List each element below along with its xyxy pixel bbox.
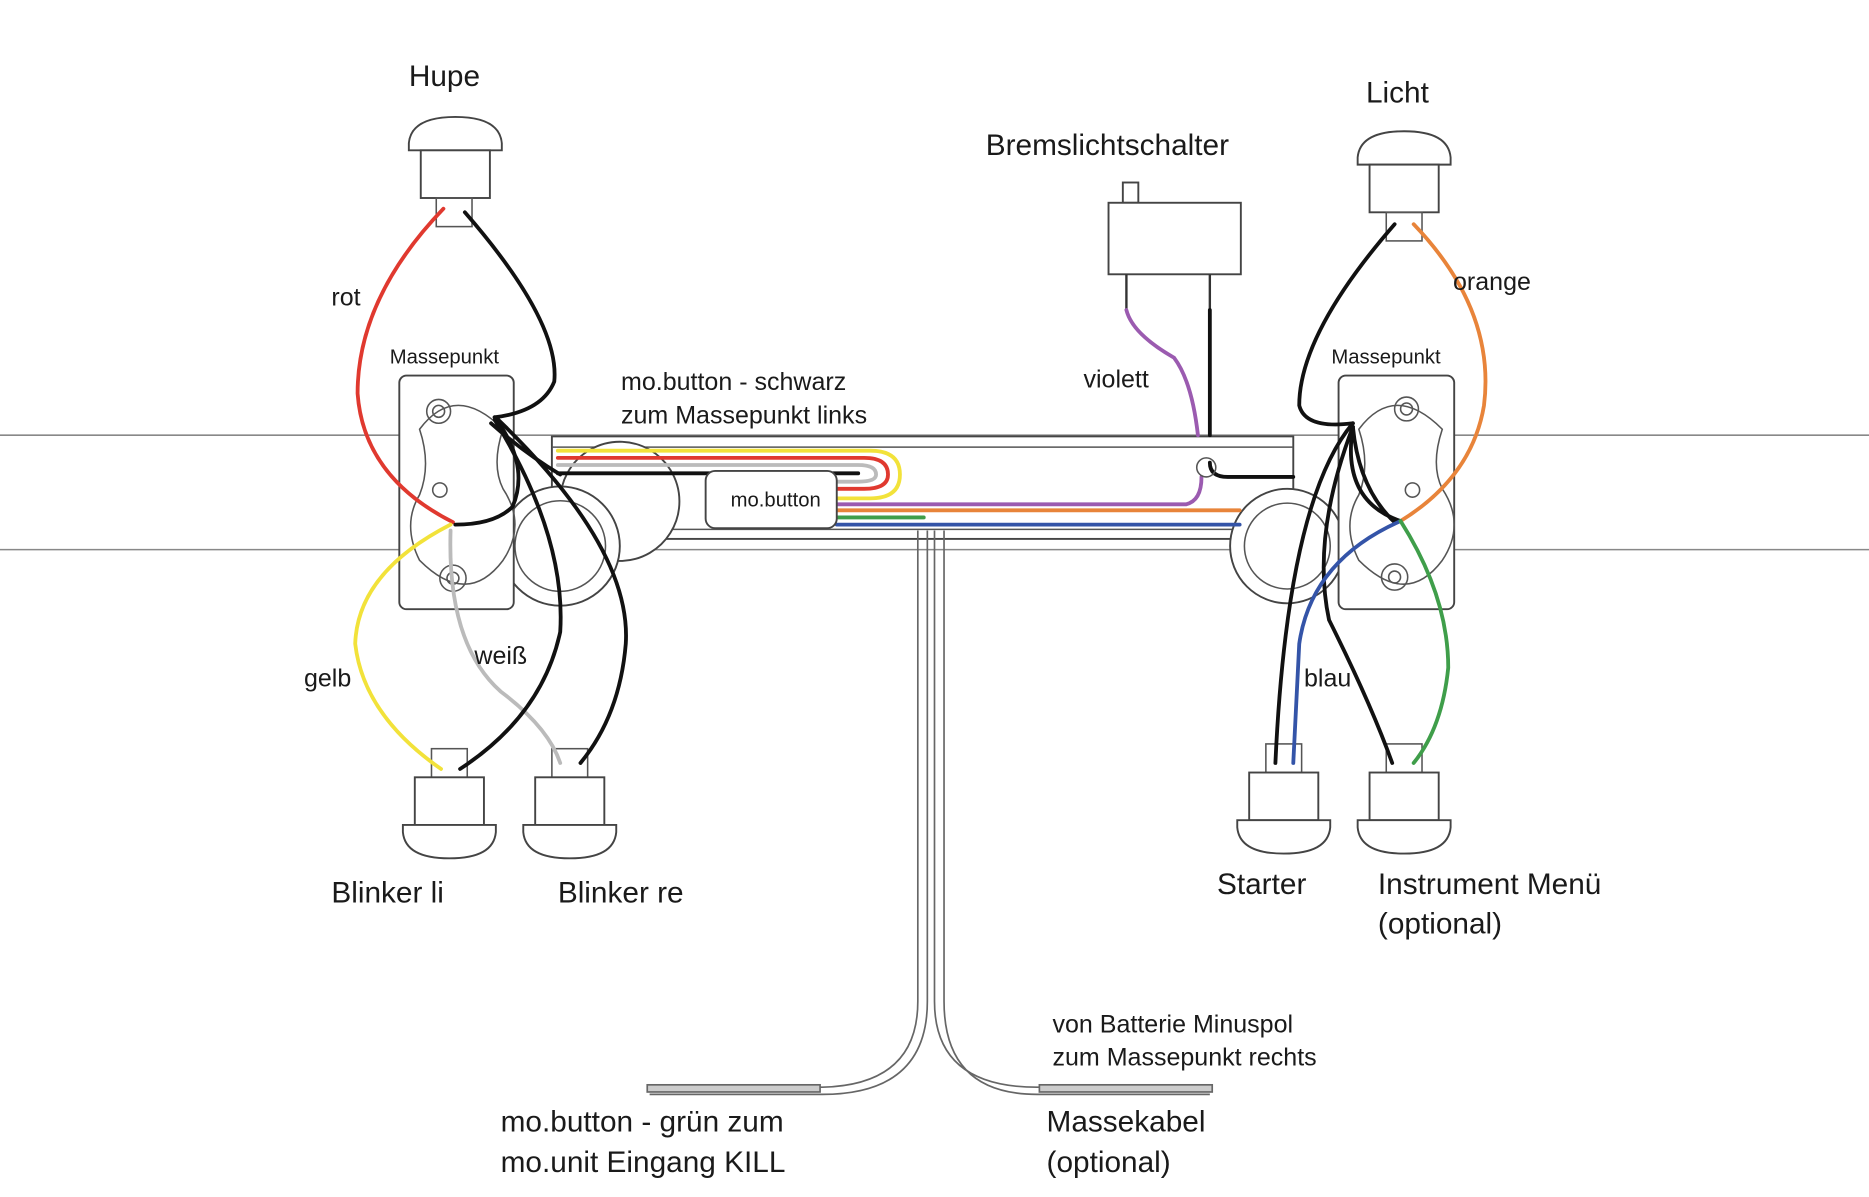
main-cable — [646, 530, 1214, 1096]
label-bremslichtschalter: Bremslichtschalter — [986, 129, 1229, 162]
switch-blinker-re — [522, 747, 618, 860]
label-violett: violett — [1083, 366, 1148, 394]
label-starter: Starter — [1217, 868, 1306, 901]
label-massepunkt-right: Massepunkt — [1331, 347, 1441, 369]
switch-instrument-menu — [1356, 743, 1452, 855]
brake-light-switch — [1107, 181, 1242, 478]
label-instrument-1: Instrument Menü — [1378, 868, 1601, 901]
switch-starter — [1236, 743, 1332, 855]
mo-button-module: mo.button — [704, 470, 838, 530]
label-gelb: gelb — [304, 665, 351, 693]
label-blinker-re: Blinker re — [558, 876, 684, 909]
switch-blinker-li — [401, 747, 497, 860]
label-hupe: Hupe — [409, 60, 480, 93]
label-blau: blau — [1304, 665, 1351, 693]
right-clamp — [1229, 374, 1456, 611]
label-massekabel-2: (optional) — [1047, 1146, 1171, 1179]
label-gruen-1: mo.button - grün zum — [501, 1105, 784, 1138]
label-rot: rot — [331, 283, 360, 311]
right-wires — [1273, 222, 1488, 765]
label-orange: orange — [1453, 268, 1531, 296]
switch-hupe — [407, 115, 503, 228]
mo-button-label: mo.button — [731, 490, 821, 512]
label-massekabel-1: Massekabel — [1047, 1105, 1206, 1138]
label-gruen-2: mo.unit Eingang KILL — [501, 1146, 786, 1179]
label-weiss: weiß — [473, 642, 527, 670]
left-wires — [353, 206, 628, 771]
label-instrument-2: (optional) — [1378, 907, 1502, 940]
label-mobutton-schwarz-2: zum Massepunkt links — [621, 401, 867, 429]
label-massepunkt-left: Massepunkt — [390, 347, 500, 369]
label-batterie-2: zum Massepunkt rechts — [1053, 1044, 1317, 1072]
label-mobutton-schwarz-1: mo.button - schwarz — [621, 368, 846, 396]
switch-licht — [1356, 130, 1452, 242]
label-licht: Licht — [1366, 77, 1430, 110]
label-batterie-1: von Batterie Minuspol — [1053, 1010, 1294, 1038]
label-blinker-li: Blinker li — [331, 876, 444, 909]
